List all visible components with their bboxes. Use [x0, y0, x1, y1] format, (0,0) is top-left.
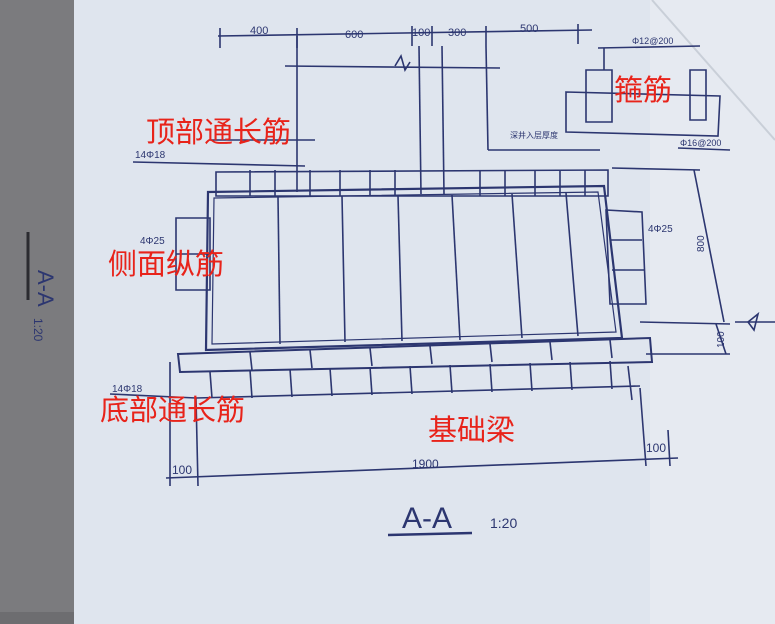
note-small: 深井入层厚度: [510, 130, 558, 140]
label-top-bars: 顶部通长筋: [146, 115, 292, 149]
section-title: A-A: [402, 502, 452, 535]
dim-300: 300: [448, 27, 466, 39]
left-page-section-label: A-A 1:20: [26, 232, 58, 342]
side-bar-spec-right: 4Φ25: [648, 224, 673, 235]
label-foundation-beam: 基础梁: [428, 413, 516, 447]
label-bottom-bars: 底部通长筋: [100, 393, 246, 427]
height-dim: 800: [696, 235, 707, 252]
section-scale: 1:20: [490, 515, 517, 531]
side-section-scale: 1:20: [31, 318, 45, 342]
section-drawing: [109, 24, 775, 537]
label-side-bars: 侧面纵筋: [108, 247, 225, 281]
stirrup-spec: Φ12@200: [632, 36, 673, 46]
dim-100: 100: [412, 27, 430, 39]
bottom-bar-spec: 14Φ18: [112, 384, 143, 395]
top-bar-spec: 14Φ18: [135, 150, 166, 161]
bottom-dim-right: 100: [646, 441, 666, 455]
left-page-shadow: [0, 0, 74, 612]
label-stirrup: 箍筋: [614, 73, 673, 107]
dim-500: 500: [520, 23, 538, 35]
bottom-dim-left: 100: [172, 463, 192, 477]
side-bar-spec-left: 4Φ25: [140, 236, 165, 247]
side-section-title: A-A: [33, 270, 58, 307]
height-dim-low: 100: [716, 331, 727, 348]
stirrup-spec-2: Φ16@200: [680, 138, 721, 148]
bottom-dim-main: 1900: [412, 457, 439, 471]
dim-400: 400: [250, 25, 268, 37]
dim-600: 600: [345, 29, 363, 41]
